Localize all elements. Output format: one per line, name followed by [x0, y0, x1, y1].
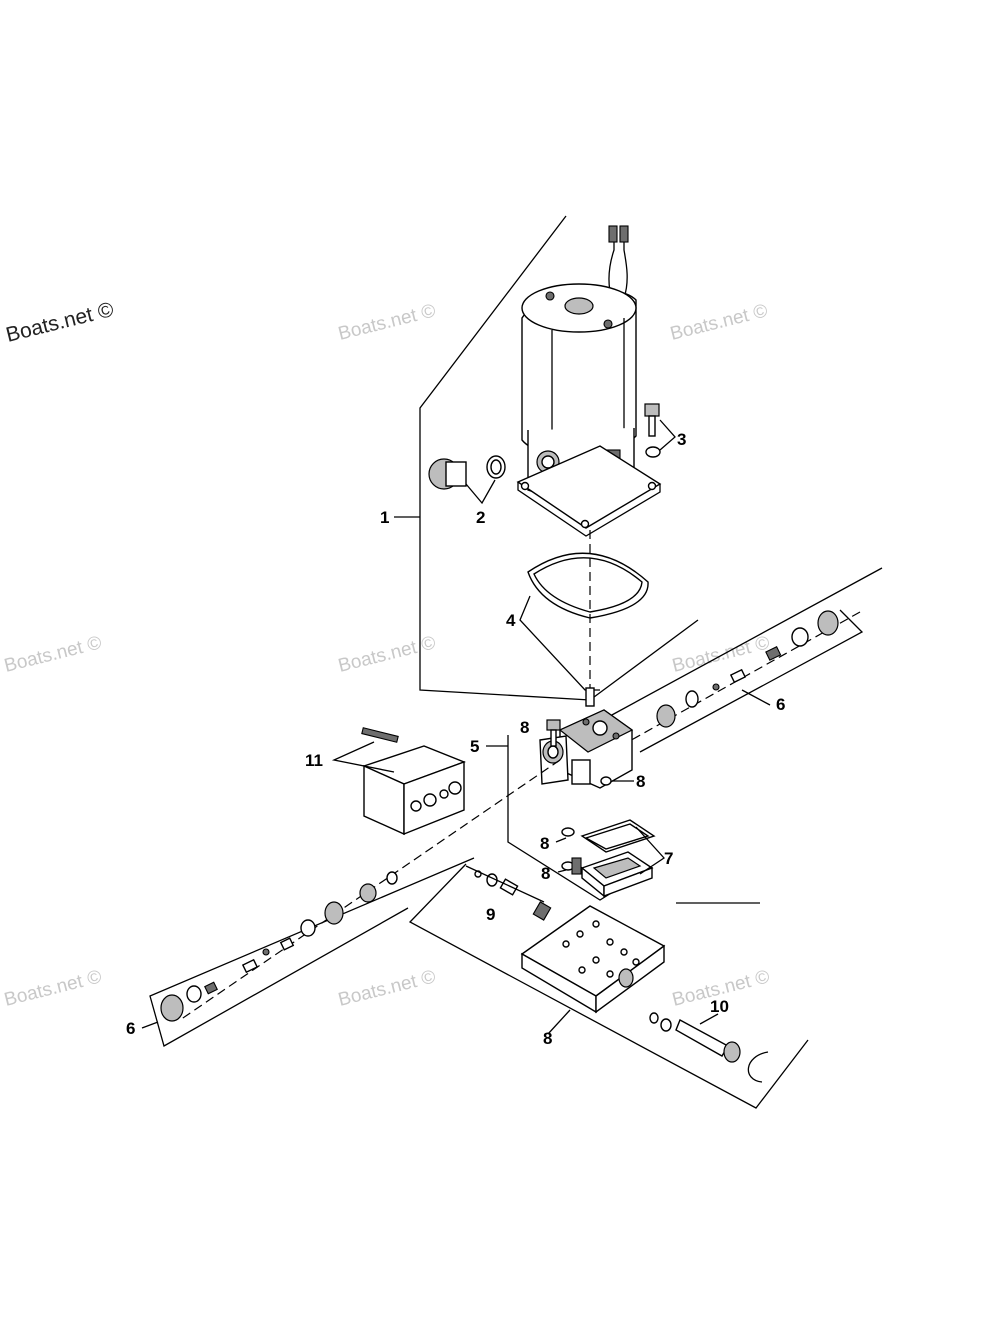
- check-valve-group-left-6: [141, 759, 561, 1047]
- watermark-strong: Boats.net ©: [4, 298, 117, 347]
- callout-3: 3: [677, 430, 686, 449]
- callout-1: 1: [380, 508, 389, 527]
- callout-8-bottom: 8: [543, 1029, 552, 1048]
- callout-8-mid-b: 8: [541, 864, 550, 883]
- callout-4: 4: [506, 611, 516, 630]
- callout-6-left: 6: [126, 1019, 135, 1038]
- manifold-block-11: [331, 727, 466, 836]
- watermark: Boats.net ©: [336, 300, 438, 344]
- washer-8-right: [600, 776, 612, 786]
- callout-7: 7: [664, 849, 673, 868]
- screw-and-washer-3: [644, 403, 676, 458]
- check-valve-group-right-6: [559, 567, 883, 781]
- callout-2: 2: [476, 508, 485, 527]
- watermark: Boats.net ©: [336, 632, 438, 676]
- spring: [571, 857, 582, 875]
- callout-8-screw: 8: [520, 718, 529, 737]
- watermark: Boats.net ©: [2, 966, 104, 1010]
- pump-body-5: [507, 709, 641, 901]
- valve-plate-8: [408, 863, 809, 1109]
- callout-6-right: 6: [776, 695, 785, 714]
- valve-parts-9: [465, 865, 552, 921]
- callout-11: 11: [305, 751, 323, 770]
- callout-10: 10: [710, 997, 729, 1016]
- washer-8-mid-a: [561, 827, 575, 837]
- fill-plug-and-seal-2: [428, 455, 506, 505]
- watermark: Boats.net ©: [2, 632, 104, 676]
- callout-5: 5: [470, 737, 479, 756]
- assembly-1-bracket: [419, 215, 699, 701]
- electric-motor: [516, 225, 662, 537]
- valve-stem-10: [649, 1012, 769, 1083]
- watermark: Boats.net ©: [336, 966, 438, 1010]
- screw-8-top: [546, 719, 561, 747]
- gasket-4: [519, 530, 649, 707]
- cover-and-seal-7: [580, 819, 665, 898]
- watermark: Boats.net ©: [668, 300, 770, 344]
- callout-9: 9: [486, 905, 495, 924]
- callout-8-mid-a: 8: [540, 834, 549, 853]
- callout-8-right: 8: [636, 772, 645, 791]
